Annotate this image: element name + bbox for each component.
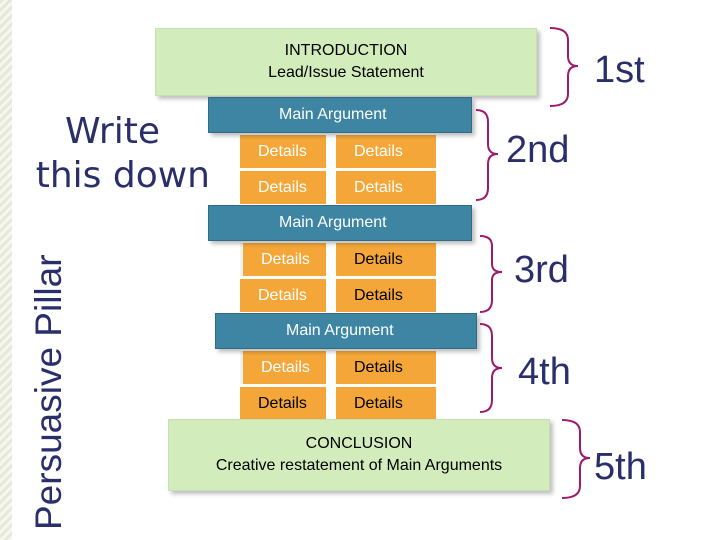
introduction-heading: INTRODUCTION (284, 42, 408, 59)
detail-1-3: Details (240, 171, 326, 204)
brace-4 (479, 323, 503, 413)
brace-5-shape (561, 419, 591, 499)
detail-1-2: Details (336, 135, 436, 168)
conclusion-box: CONCLUSION Creative restatement of Main … (168, 419, 550, 491)
order-label-3rd: 3rd (514, 249, 569, 291)
detail-2-1: Details (240, 243, 326, 276)
order-label-2nd: 2nd (506, 129, 570, 171)
order-label-1st: 1st (594, 49, 645, 91)
main-argument-label-3: Main Argument (286, 322, 394, 339)
detail-2-2: Details (336, 243, 436, 276)
detail-3-1: Details (240, 351, 326, 384)
detail-3-4: Details (336, 387, 436, 420)
brace-3 (479, 235, 503, 313)
write-note-line-2: this down (35, 155, 210, 196)
order-label-5th: 5th (594, 446, 647, 488)
decorative-stripe-border (0, 0, 12, 540)
detail-1-1: Details (240, 135, 326, 168)
brace-1-shape (549, 27, 579, 107)
brace-3-shape (479, 235, 503, 313)
brace-4-shape (479, 323, 503, 413)
conclusion-heading: CONCLUSION (305, 435, 413, 452)
write-note-line-1: Write (64, 111, 160, 152)
main-argument-bar-3: Main Argument (215, 313, 477, 349)
conclusion-subheading: Creative restatement of Main Arguments (215, 457, 503, 474)
brace-2 (475, 109, 499, 201)
main-argument-label-1: Main Argument (279, 106, 387, 123)
order-label-4th: 4th (518, 351, 571, 393)
side-title: Persuasive Pillar (28, 254, 69, 530)
brace-1 (549, 27, 579, 107)
detail-3-3: Details (240, 387, 326, 420)
main-argument-bar-2: Main Argument (208, 205, 472, 241)
introduction-subheading: Lead/Issue Statement (268, 64, 424, 81)
introduction-box: INTRODUCTION Lead/Issue Statement (155, 28, 537, 96)
detail-2-3: Details (240, 279, 326, 312)
main-argument-bar-1: Main Argument (208, 97, 472, 133)
detail-3-2: Details (336, 351, 436, 384)
brace-2-shape (475, 109, 499, 201)
main-argument-label-2: Main Argument (279, 214, 387, 231)
detail-2-4: Details (336, 279, 436, 312)
detail-1-4: Details (336, 171, 436, 204)
brace-5 (561, 419, 591, 499)
write-note: Write this down (10, 110, 210, 198)
